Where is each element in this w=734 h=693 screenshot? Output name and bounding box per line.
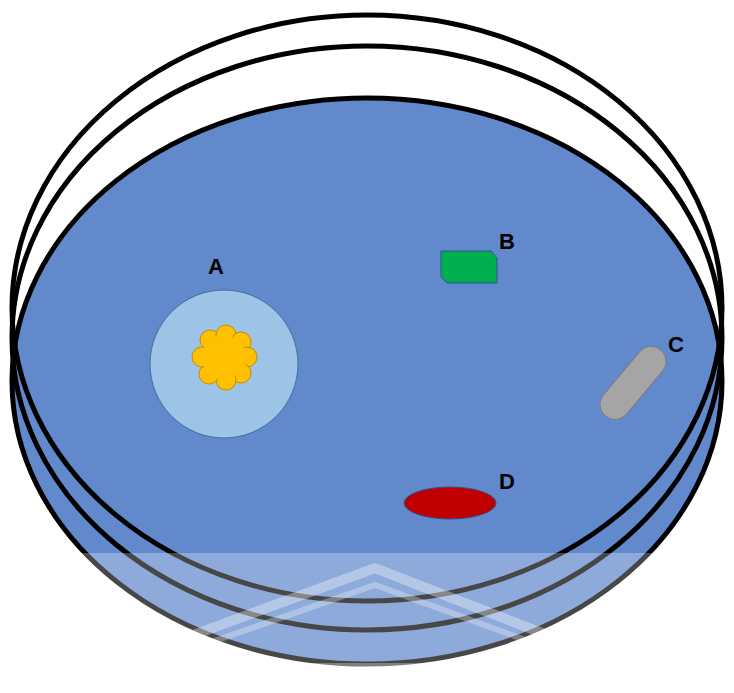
green-colony [441,251,497,283]
colony-label: B [499,231,515,253]
colony-label: C [668,334,684,356]
red-colony [404,487,496,519]
colony-label: A [208,256,224,278]
colony-label: D [499,471,515,493]
grey-rod-colony [594,340,672,425]
dish-rim [12,46,722,630]
yellow-colony [192,325,257,390]
faded-band [0,553,734,693]
dish-rim [12,15,722,601]
inhibition-zone [150,290,298,438]
